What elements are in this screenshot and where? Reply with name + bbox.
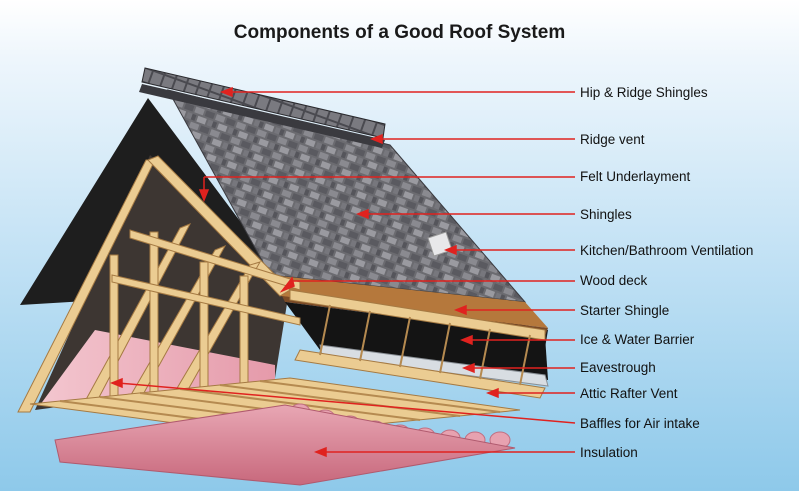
label-starter-shingle: Starter Shingle [580, 303, 669, 318]
label-kitchen-bathroom-ventilation: Kitchen/Bathroom Ventilation [580, 243, 753, 258]
label-ridge-vent: Ridge vent [580, 132, 645, 147]
label-attic-rafter-vent: Attic Rafter Vent [580, 386, 678, 401]
label-hip-ridge-shingles: Hip & Ridge Shingles [580, 85, 708, 100]
label-insulation: Insulation [580, 445, 638, 460]
label-eavestrough: Eavestrough [580, 360, 656, 375]
label-shingles: Shingles [580, 207, 632, 222]
label-felt-underlayment: Felt Underlayment [580, 169, 690, 184]
label-baffles-air-intake: Baffles for Air intake [580, 416, 700, 431]
label-ice-water-barrier: Ice & Water Barrier [580, 332, 694, 347]
label-wood-deck: Wood deck [580, 273, 647, 288]
